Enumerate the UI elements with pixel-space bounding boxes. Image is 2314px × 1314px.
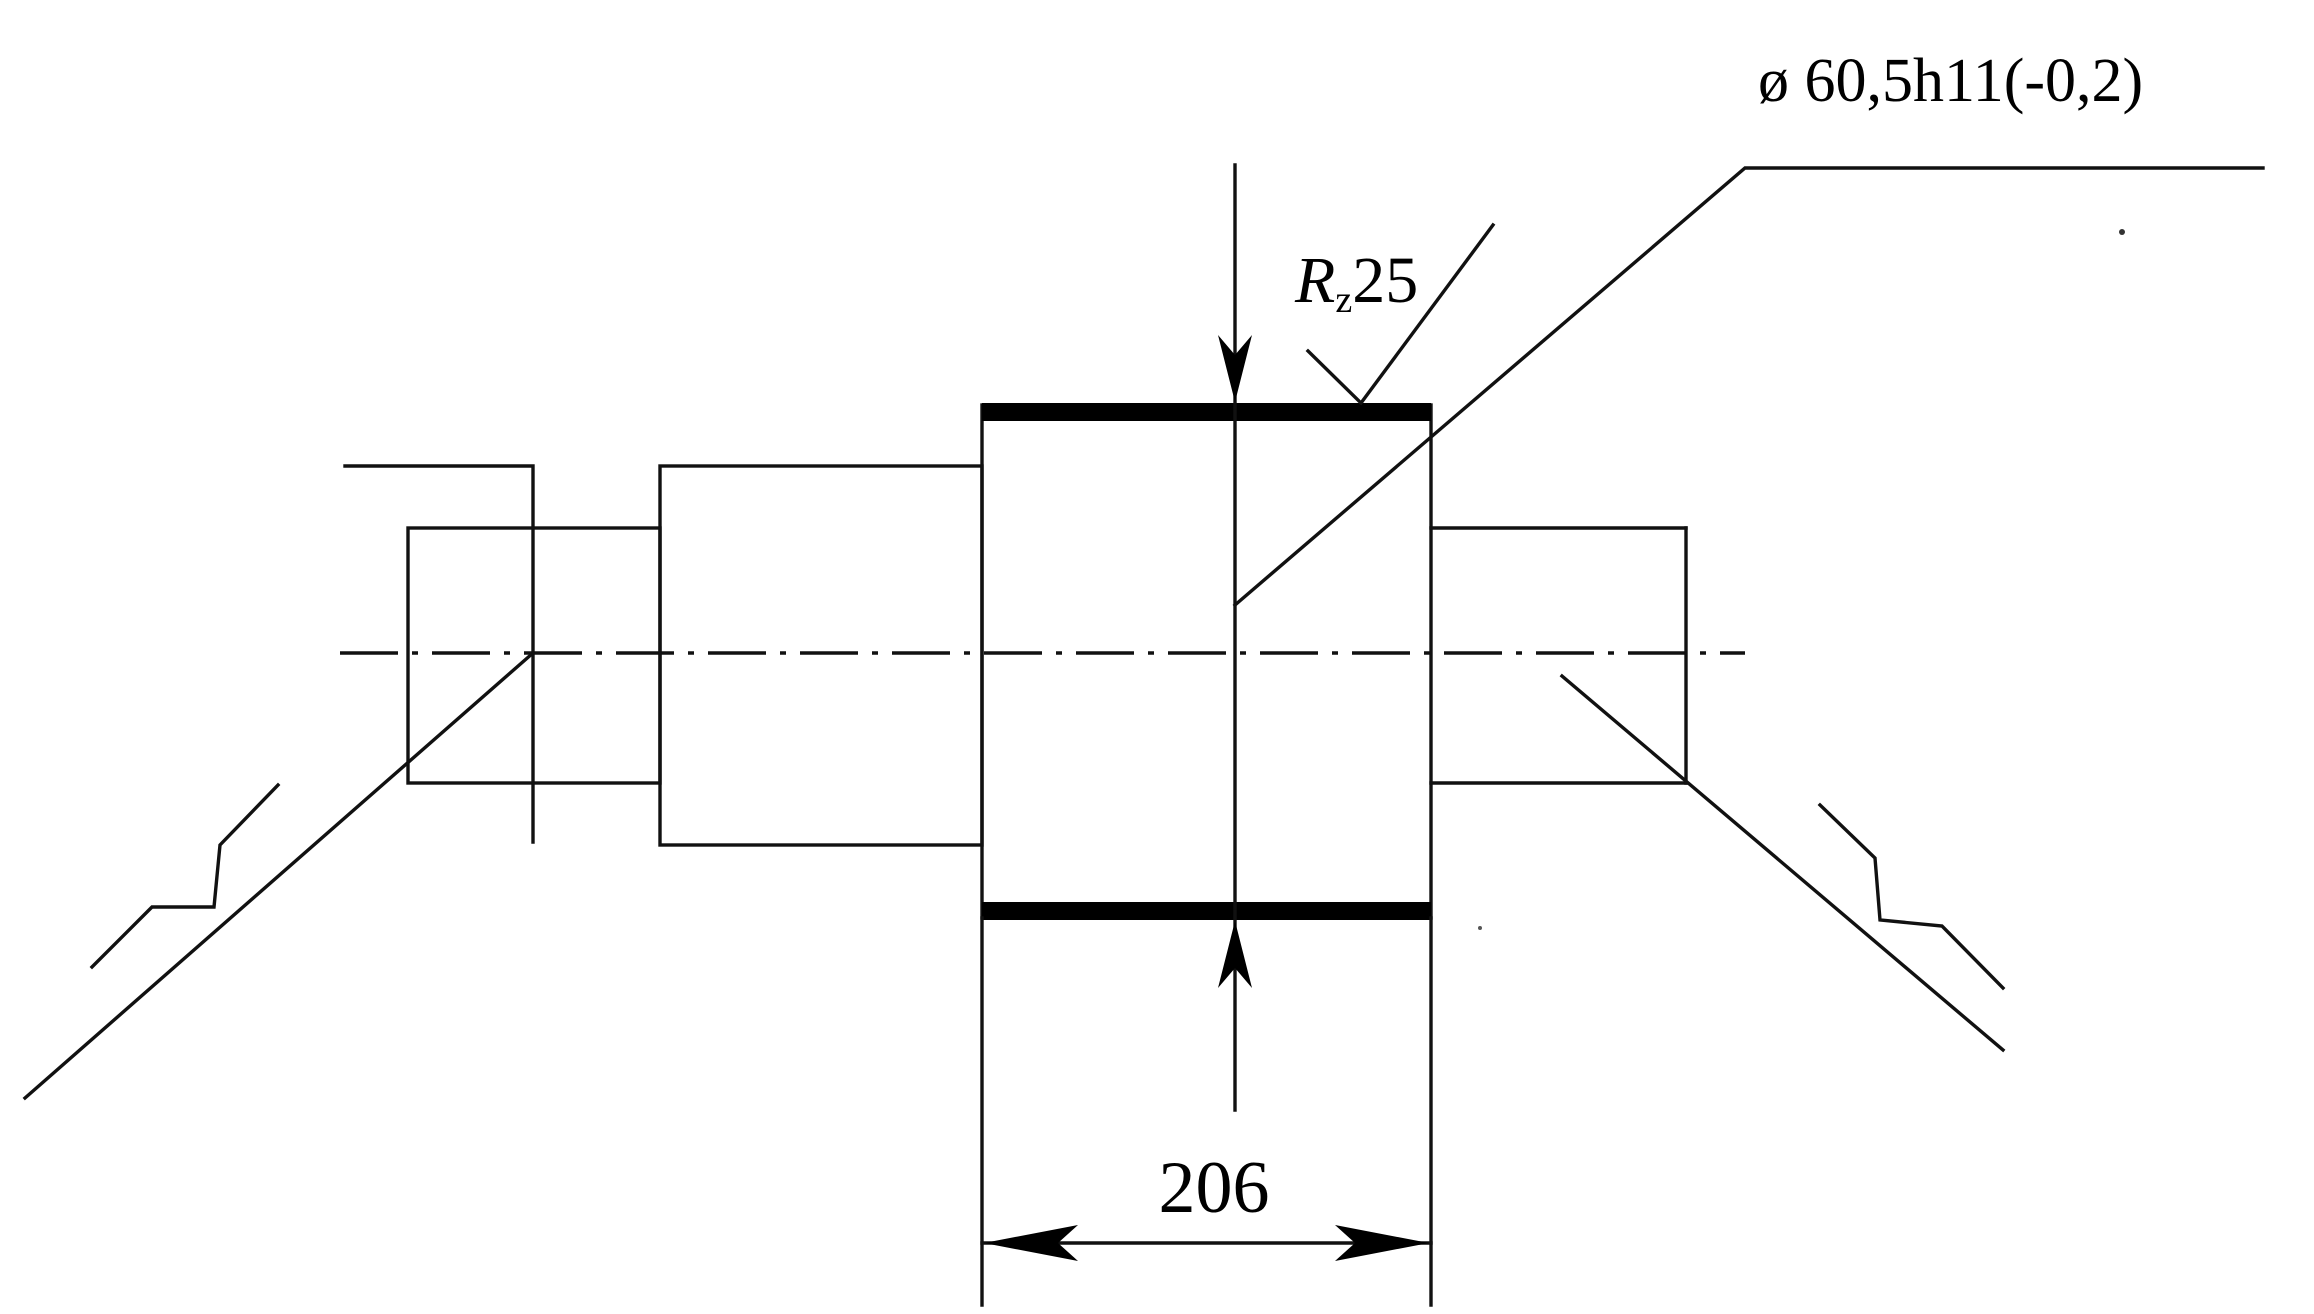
roughness-subscript: z [1335,279,1352,321]
shaft-left-shoulder [658,464,984,847]
diameter-leader [1232,166,2265,608]
arrow-left-icon [984,1225,1078,1261]
length-dimension-label: 206 [1159,1147,1270,1229]
diameter-tolerance-label: ø 60,5h11(-0,2) [1758,47,2143,115]
radial-force-indicators [1218,163,1252,1112]
scan-speck [1478,926,1482,930]
shaft-right-end [1429,526,1688,785]
arrow-down-icon [1218,335,1252,402]
length-dimension [980,916,1433,1307]
right-center [1559,673,2006,1053]
arrow-right-icon [1335,1225,1429,1261]
roughness-mark [1305,222,1496,406]
roughness-value: 25 [1352,244,1418,317]
roughness-label: Rz25 [1294,244,1418,321]
roughness-symbol: R [1294,244,1335,317]
left-center [22,650,536,1101]
scan-speck [2119,229,2125,235]
arrow-up-icon [1218,921,1252,988]
shaft-main-journal [980,403,1433,920]
